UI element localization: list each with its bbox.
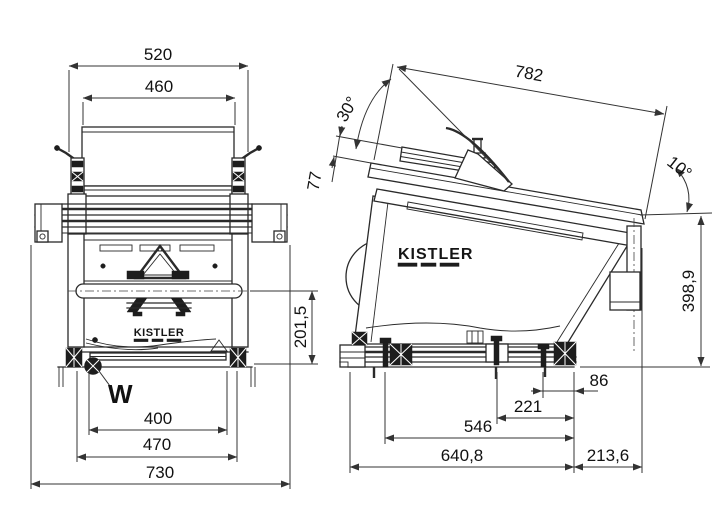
warning-triangle [126,244,190,280]
dim-546-label: 546 [464,417,492,436]
dim-398-9-label: 398,9 [679,270,698,313]
wheel-callout: W [98,370,133,409]
cross-rails [34,203,288,243]
base-left-cap [339,344,366,368]
dim-640-8-label: 640,8 [441,446,484,465]
dim-77: 77 [304,125,403,192]
right-mount [609,271,641,311]
dim-221: 221 [496,372,575,424]
front-foot-left [65,347,83,368]
right-clamp [231,145,262,197]
dim-30deg-label: 30° [333,93,362,125]
lever-arc [445,126,510,183]
dim-400-label: 400 [144,409,172,428]
front-platform [81,126,235,187]
base-foot-b [553,341,577,366]
dim-201-5: 201,5 [250,290,318,365]
center-bracket [126,297,192,317]
side-view: KISTLER [304,62,713,473]
dim-10deg-label: 10° [663,152,695,183]
dim-10deg: 10° [639,152,713,216]
dim-86: 86 [531,371,608,398]
base-corner-foot [351,331,368,346]
dim-201-5-label: 201,5 [291,306,310,349]
dim-782-label: 782 [513,62,544,86]
side-base [339,331,577,379]
wheel-label: W [108,379,133,409]
dim-400: 400 [88,371,228,435]
front-foot-right [229,347,247,368]
caster-wheel [84,357,102,375]
dim-640-8: 640,8 [349,372,575,473]
front-view-machine: KISTLER [34,126,288,387]
base-foot-a [389,343,413,366]
side-kistler-logo: KISTLER [397,246,473,267]
ramp-top-plate [367,162,645,225]
dim-470: 470 [76,371,238,462]
dim-221-label: 221 [514,397,542,416]
dim-213-6: 213,6 [573,248,643,473]
front-view: KISTLER [30,45,318,489]
side-logo-text: KISTLER [398,246,473,263]
front-logo-text: KISTLER [134,327,185,339]
dim-520-label: 520 [144,45,172,64]
dim-520: 520 [68,45,249,152]
dim-470-label: 470 [143,435,171,454]
ramp-clamp-bracket [445,126,513,192]
left-clamp [54,145,85,197]
dim-730-label: 730 [146,463,174,482]
dim-546: 546 [384,372,575,444]
front-kistler-logo: KISTLER [134,327,185,342]
dim-460-label: 460 [145,77,173,96]
dim-213-6-label: 213,6 [587,446,630,465]
dim-86-label: 86 [590,371,609,390]
side-view-machine: KISTLER [339,126,645,379]
dim-730: 730 [30,245,291,489]
dim-398-9: 398,9 [580,215,710,368]
dim-77-label: 77 [304,170,326,192]
small-warning-triangle [210,339,228,352]
dim-460: 460 [82,77,236,125]
